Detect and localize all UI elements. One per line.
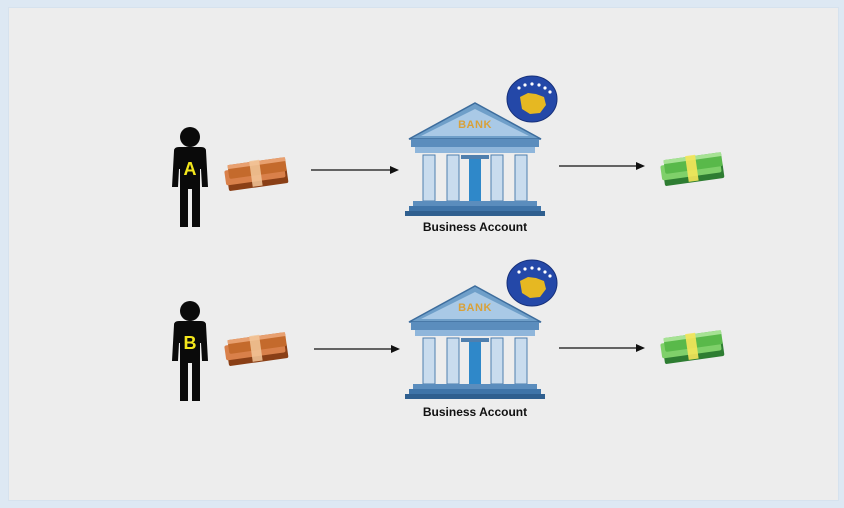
bank-building-icon: BANK (405, 282, 545, 400)
right-arrow-icon (314, 344, 400, 354)
kosovo-flag-emblem-icon (506, 75, 558, 123)
right-arrow-icon (559, 343, 645, 353)
person-label: A (183, 159, 197, 179)
bank-caption: Business Account (422, 220, 528, 234)
person-a-icon: A (166, 125, 214, 229)
cash-bundle-brown-icon (221, 155, 295, 193)
bank-sign: BANK (458, 119, 492, 131)
right-arrow-icon (559, 161, 645, 171)
bank-caption: Business Account (422, 405, 528, 419)
person-label: B (183, 333, 197, 353)
bank-sign: BANK (458, 302, 492, 314)
bank-building-icon: BANK (405, 99, 545, 217)
cash-bundle-green-icon (657, 150, 731, 188)
person-b-icon: B (166, 299, 214, 403)
kosovo-flag-emblem-icon (506, 259, 558, 307)
cash-bundle-green-icon (657, 328, 731, 366)
diagram-panel: A (8, 7, 839, 501)
right-arrow-icon (311, 165, 399, 175)
cash-bundle-brown-icon (221, 330, 295, 368)
